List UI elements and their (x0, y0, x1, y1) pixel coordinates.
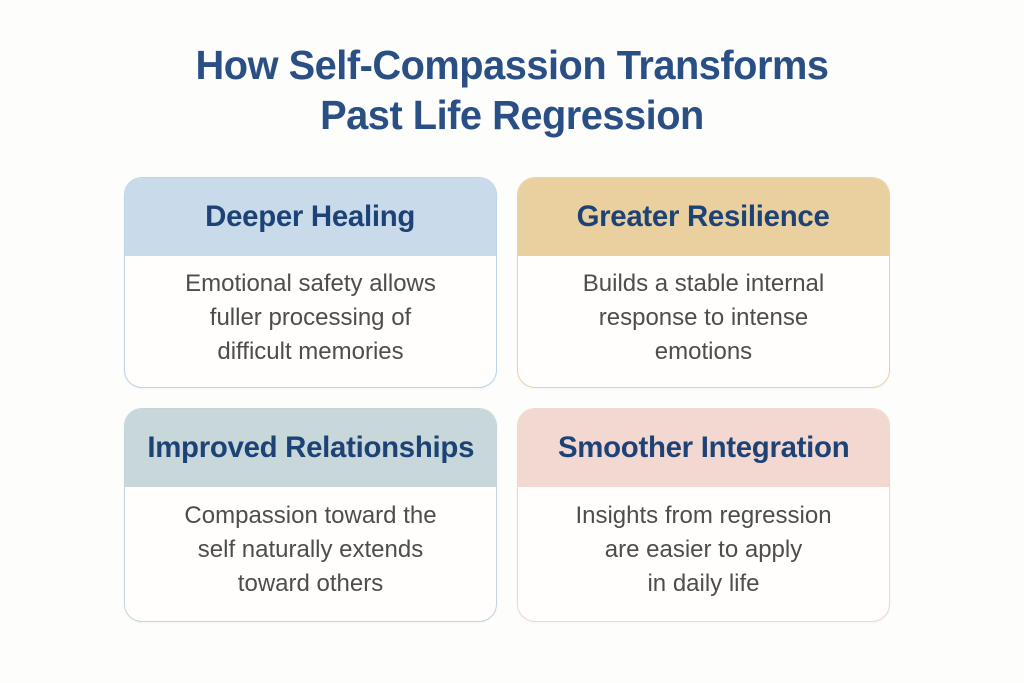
card-body: Emotional safety allows fuller processin… (125, 256, 496, 387)
card-body: Compassion toward the self naturally ext… (125, 487, 496, 621)
card-greater-resilience: Greater Resilience Builds a stable inter… (517, 177, 890, 388)
page-title: How Self-Compassion Transforms Past Life… (15, 0, 1008, 140)
card-body-line: toward others (237, 570, 384, 597)
card-improved-relationships: Improved Relationships Compassion toward… (124, 408, 497, 622)
card-deeper-healing: Deeper Healing Emotional safety allows f… (124, 177, 497, 388)
card-body-line: emotions (654, 337, 753, 365)
card-header: Smoother Integration (518, 409, 889, 487)
card-title: Improved Relationships (147, 431, 474, 464)
card-title: Deeper Healing (205, 200, 416, 233)
card-title: Greater Resilience (577, 200, 830, 233)
card-body-line: Insights from regression (575, 502, 832, 529)
card-smoother-integration: Smoother Integration Insights from regre… (517, 408, 890, 622)
card-body: Insights from regression are easier to a… (518, 487, 889, 621)
card-body-line: in daily life (647, 570, 760, 597)
page-title-line-2: Past Life Regression (320, 92, 704, 138)
card-header: Deeper Healing (125, 178, 496, 256)
card-body-line: self naturally extends (197, 536, 424, 563)
card-grid: Deeper Healing Emotional safety allows f… (124, 177, 890, 622)
card-header: Greater Resilience (518, 178, 889, 256)
card-body-line: Compassion toward the (184, 502, 437, 529)
card-header: Improved Relationships (125, 409, 496, 487)
card-body: Builds a stable internal response to int… (518, 256, 889, 387)
card-body-line: are easier to apply (604, 536, 803, 563)
card-title: Smoother Integration (557, 431, 850, 464)
card-body-line: difficult memories (217, 337, 404, 365)
card-body-line: Emotional safety allows (185, 269, 436, 297)
page-title-line-1: How Self-Compassion Transforms (195, 42, 829, 88)
card-body-line: Builds a stable internal (582, 269, 825, 297)
card-body-line: response to intense (598, 303, 809, 331)
card-body-line: fuller processing of (209, 303, 412, 331)
